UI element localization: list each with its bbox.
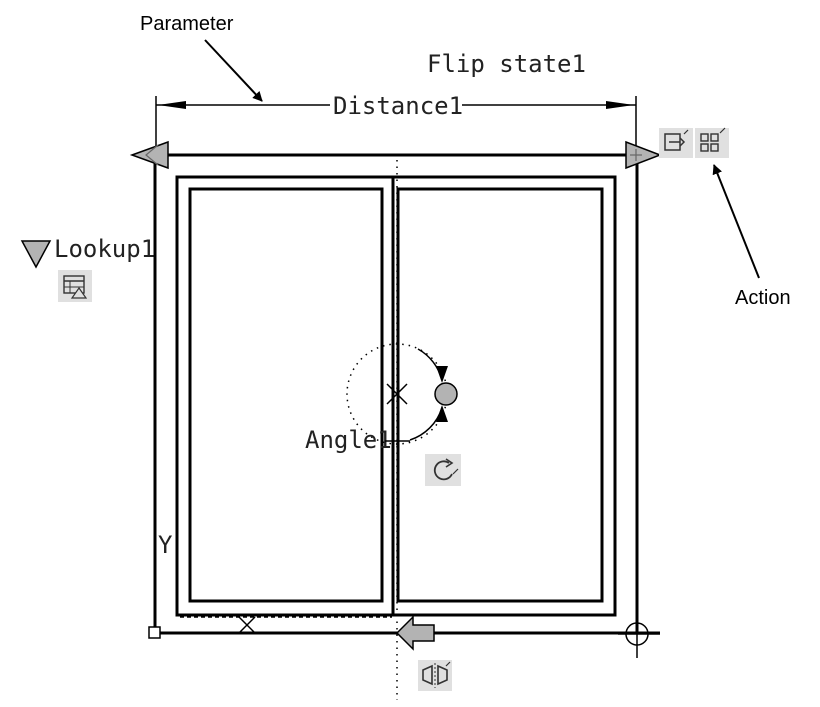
angle-arc-upper: [417, 348, 443, 381]
door-frame-outer: [153, 153, 660, 635]
distance-grip-right-mark: [630, 149, 642, 161]
angle-arrow-lower: [436, 405, 448, 422]
flip-base-point-marker: [238, 616, 256, 634]
flip-action-icon[interactable]: [659, 128, 693, 158]
lookup-grip[interactable]: [20, 240, 52, 269]
base-point-grip[interactable]: [148, 626, 161, 639]
door-left-panel: [188, 187, 384, 603]
lookup-parameter-label: Lookup1: [54, 235, 155, 263]
door-right-panel: [396, 187, 604, 603]
array-action-icon[interactable]: [695, 127, 729, 158]
insertion-point-crosshair: [618, 612, 660, 658]
distance-grip-left-mark: [145, 144, 159, 166]
distance-parameter-label: Distance1: [333, 92, 463, 120]
ucs-y-label: Y: [158, 531, 173, 559]
angle-arc-lower: [409, 407, 443, 441]
angle-parameter-label: Angle1: [305, 426, 392, 454]
rotation-base-point: [386, 383, 408, 405]
mirror-action-icon[interactable]: [418, 660, 452, 691]
distance-dimension: [155, 96, 637, 152]
angle-arrow-upper: [436, 366, 448, 383]
action-leader-arrow: [712, 164, 760, 279]
door-frame-inner: [175, 175, 617, 617]
distance-grip-left[interactable]: [129, 140, 169, 170]
distance-grip-right[interactable]: [625, 140, 663, 170]
parameter-annotation: Parameter: [140, 13, 234, 35]
flip-state-label: Flip state1: [427, 50, 586, 78]
rotation-grip[interactable]: [434, 382, 458, 406]
lookup-table-icon[interactable]: [58, 270, 92, 302]
flip-grip[interactable]: [395, 615, 435, 651]
rotate-action-icon[interactable]: [425, 454, 461, 486]
action-annotation: Action: [735, 287, 791, 309]
parameter-leader-arrow: [204, 39, 263, 102]
